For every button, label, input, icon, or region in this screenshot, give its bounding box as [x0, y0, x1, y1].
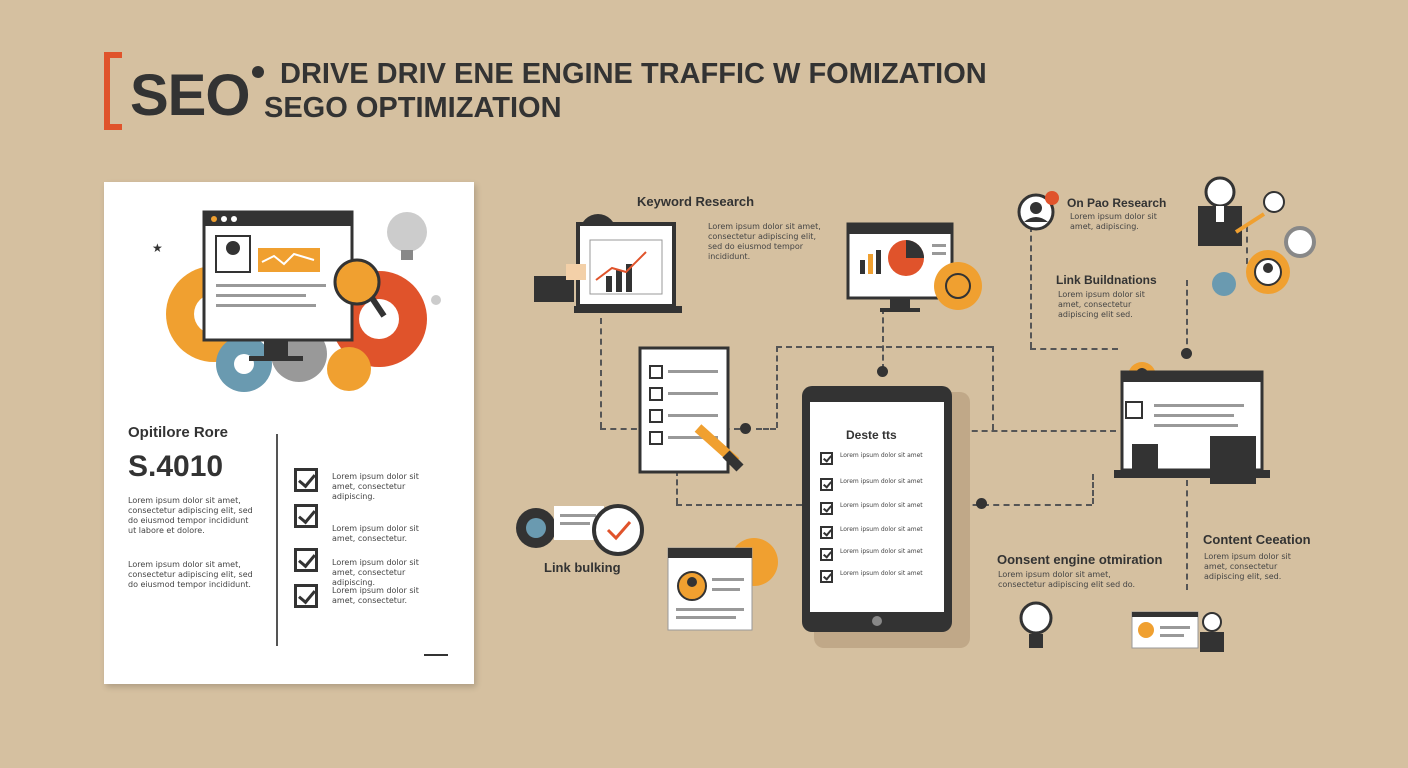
content-card-illustration — [1131, 611, 1224, 652]
blue-gear-icon — [1212, 272, 1236, 296]
divider — [276, 434, 278, 646]
connector — [952, 504, 1092, 506]
content-engine-text: Lorem ipsum dolor sit amet, consectetur … — [998, 570, 1136, 589]
lightbulb-icon — [387, 212, 427, 252]
document-number: S.4010 — [128, 450, 224, 483]
connector-node — [976, 498, 987, 509]
checklist-item: Lorem ipsum dolor sit amet, consectetur. — [332, 586, 419, 605]
connector-node — [740, 423, 751, 434]
profile-card-illustration — [667, 538, 778, 631]
link-buildnations-label: Link Buildnations — [1056, 273, 1157, 287]
check-icon — [294, 468, 318, 492]
gear-icon — [1284, 226, 1316, 258]
globe-gear-icon — [934, 262, 982, 310]
on-page-avatar-illustration — [1017, 191, 1059, 231]
keyword-laptop-illustration — [534, 214, 682, 313]
tablet-device: Deste tts Lorem ipsum dolor sit amet Lor… — [802, 386, 952, 632]
checklist-item: Lorem ipsum dolor sit amet, consectetur … — [332, 472, 419, 501]
connector-node — [877, 366, 888, 377]
tablet-item: Lorem ipsum dolor sit amet — [840, 502, 923, 509]
svg-text:★: ★ — [152, 241, 163, 255]
document-paragraph-1: Lorem ipsum dolor sit amet, consectetur … — [128, 496, 253, 535]
connector — [1246, 226, 1248, 264]
report-document: ★ Opitilore Rore S.4010 Lorem ipsum dolo… — [104, 182, 474, 684]
checklist-item: Lorem ipsum dolor sit amet, consectetur … — [332, 558, 419, 587]
document-subtitle: Opitilore Rore — [128, 424, 229, 441]
clock-icon — [592, 504, 644, 556]
on-page-research-label: On Pao Research — [1067, 196, 1167, 210]
check-icon — [820, 548, 833, 561]
page-subtitle: SEGO OPTIMIZATION — [264, 92, 562, 124]
check-icon — [820, 502, 833, 515]
content-creation-text: Lorem ipsum dolor sit amet, consectetur … — [1204, 552, 1291, 581]
logo-text: SEO — [130, 63, 250, 128]
check-icon — [820, 452, 833, 465]
check-icon — [294, 504, 318, 528]
hand-icon — [534, 276, 574, 302]
check-icon — [820, 570, 833, 583]
check-icon — [294, 548, 318, 572]
connector-node — [1181, 348, 1192, 359]
connector — [952, 430, 1116, 432]
connector — [776, 346, 992, 348]
tablet-item: Lorem ipsum dolor sit amet — [840, 478, 923, 485]
footer-line — [424, 654, 448, 656]
connector — [676, 470, 678, 504]
connector — [676, 504, 802, 506]
lightbulb-icon — [1019, 601, 1053, 648]
connector — [756, 428, 776, 430]
connector — [992, 346, 994, 430]
connector — [1030, 348, 1118, 350]
checklist-item: Lorem ipsum dolor sit amet, consectetur. — [332, 524, 419, 543]
check-icon — [820, 526, 833, 539]
lock-icon — [1263, 191, 1285, 213]
check-icon — [294, 584, 318, 608]
connector — [882, 308, 884, 370]
content-engine-label: Oonsent engine otmiration — [997, 552, 1163, 567]
team-gears-illustration — [1198, 176, 1316, 296]
tablet-title: Deste tts — [846, 428, 897, 442]
tablet-item: Lorem ipsum dolor sit amet — [840, 526, 923, 533]
person-icon — [1204, 176, 1236, 208]
hand-icon — [1132, 444, 1158, 472]
bullet-dot — [252, 66, 264, 78]
seo-illustration: ★ — [152, 210, 441, 392]
tablet-item: Lorem ipsum dolor sit amet — [840, 548, 923, 555]
link-building-illustration — [516, 504, 644, 556]
logo-bracket — [104, 52, 122, 130]
link-buildnations-text: Lorem ipsum dolor sit amet, consectetur … — [1058, 290, 1145, 319]
browser-window-icon — [202, 210, 354, 342]
home-button — [872, 616, 882, 626]
document-paragraph-2: Lorem ipsum dolor sit amet, consectetur … — [128, 560, 253, 589]
tablet-item: Lorem ipsum dolor sit amet — [840, 570, 923, 577]
tablet-screen: Deste tts Lorem ipsum dolor sit amet Lor… — [810, 402, 944, 612]
person-icon — [1202, 612, 1222, 632]
connector — [1092, 474, 1094, 504]
connector — [1030, 226, 1032, 348]
connector — [776, 346, 778, 428]
page-title: DRIVE DRIV ENE ENGINE TRAFFIC W FOMIZATI… — [280, 58, 987, 90]
magnifier-icon — [333, 258, 381, 306]
small-orange-gear-icon — [327, 347, 371, 391]
checklist-clipboard-illustration — [638, 346, 744, 474]
link-bulking-label: Link bulking — [544, 560, 621, 575]
analytics-monitor-illustration — [846, 222, 982, 312]
content-laptop-illustration — [1114, 362, 1270, 484]
keyword-research-text: Lorem ipsum dolor sit amet, consectetur … — [708, 222, 821, 261]
on-page-research-text: Lorem ipsum dolor sit amet, adipiscing. — [1070, 212, 1157, 231]
connector — [1186, 480, 1188, 590]
header: SEO DRIVE DRIV ENE ENGINE TRAFFIC W FOMI… — [104, 52, 1064, 132]
content-creation-label: Content Ceeation — [1203, 532, 1311, 547]
check-icon — [820, 478, 833, 491]
tablet-item: Lorem ipsum dolor sit amet — [840, 452, 923, 459]
connector — [600, 318, 602, 428]
keyword-research-label: Keyword Research — [637, 194, 755, 209]
connector — [1186, 280, 1188, 354]
